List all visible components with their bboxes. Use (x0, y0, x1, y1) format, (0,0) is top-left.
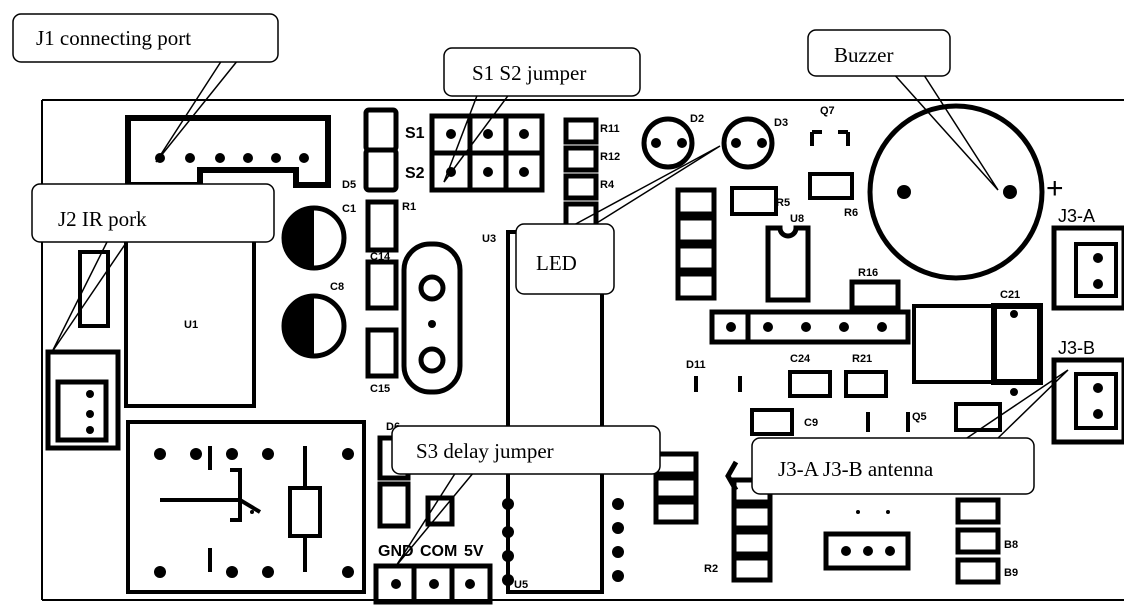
label-r21: R21 (852, 353, 872, 365)
label-c9: C9 (804, 417, 818, 429)
j3-a-connector (1051, 225, 1124, 311)
label-s2: S2 (405, 165, 425, 182)
label-d2: D2 (690, 113, 704, 125)
label-r6: R6 (844, 207, 858, 219)
label-d11: D11 (686, 359, 706, 371)
label-c15: C15 (370, 383, 390, 395)
led-d2 (641, 116, 695, 170)
j1-connector (125, 115, 331, 188)
svg-text:J1 connecting port: J1 connecting port (36, 26, 191, 50)
callout-j2: J2 IR pork (31, 183, 275, 243)
label-c8: C8 (330, 281, 344, 293)
led-d3 (721, 116, 775, 170)
callout-buzzer: Buzzer (807, 29, 951, 77)
callout-j3: J3-A J3-B antenna (751, 437, 1035, 495)
svg-text:S1 S2 jumper: S1 S2 jumper (472, 61, 586, 85)
buzzer (867, 103, 1045, 281)
callout-s3: S3 delay jumper (391, 425, 661, 475)
label-u3: U3 (482, 233, 496, 245)
svg-text:LED: LED (536, 251, 577, 275)
j2-connector (45, 349, 121, 451)
label-c21: C21 (1000, 289, 1020, 301)
callout-s1-s2: S1 S2 jumper (443, 47, 641, 97)
label-r2: R2 (704, 563, 718, 575)
label-j3a: J3-A (1058, 206, 1095, 226)
label-b8: B8 (1004, 539, 1018, 551)
label-d5: D5 (342, 179, 356, 191)
capacitor-c1 (281, 205, 347, 271)
label-c14: C14 (370, 251, 391, 263)
label-5v: 5V (464, 543, 484, 560)
svg-text:S3 delay jumper: S3 delay jumper (416, 439, 554, 463)
label-c1: C1 (342, 203, 356, 215)
label-s1: S1 (405, 125, 425, 142)
label-r1: R1 (402, 201, 416, 213)
label-r12: R12 (600, 151, 620, 163)
capacitor-c8 (281, 293, 347, 359)
label-u5: U5 (514, 579, 528, 591)
label-buzzer-plus: + (1046, 172, 1064, 205)
label-r5: R5 (776, 197, 790, 209)
callout-j1: J1 connecting port (12, 13, 279, 63)
label-r11: R11 (600, 123, 620, 135)
label-u8: U8 (790, 213, 804, 225)
label-com: COM (420, 543, 457, 560)
j3-b-connector (1051, 357, 1124, 445)
svg-text:J2 IR pork: J2 IR pork (58, 207, 147, 231)
svg-text:Buzzer: Buzzer (834, 43, 893, 67)
crystal-pins (418, 274, 446, 374)
label-r16: R16 (858, 267, 878, 279)
label-q7: Q7 (820, 105, 835, 117)
s1-s2-jumper (363, 107, 545, 193)
label-r4: R4 (600, 179, 615, 191)
svg-text:J3-A J3-B antenna: J3-A J3-B antenna (778, 457, 934, 481)
relay (126, 420, 366, 594)
label-d3: D3 (774, 117, 788, 129)
label-q5: Q5 (912, 411, 927, 423)
label-j3b: J3-B (1058, 338, 1095, 358)
label-c24: C24 (790, 353, 811, 365)
label-u1: U1 (184, 319, 198, 331)
label-b9: B9 (1004, 567, 1018, 579)
callout-led: LED (515, 223, 615, 295)
callout-leaders (51, 59, 1069, 567)
